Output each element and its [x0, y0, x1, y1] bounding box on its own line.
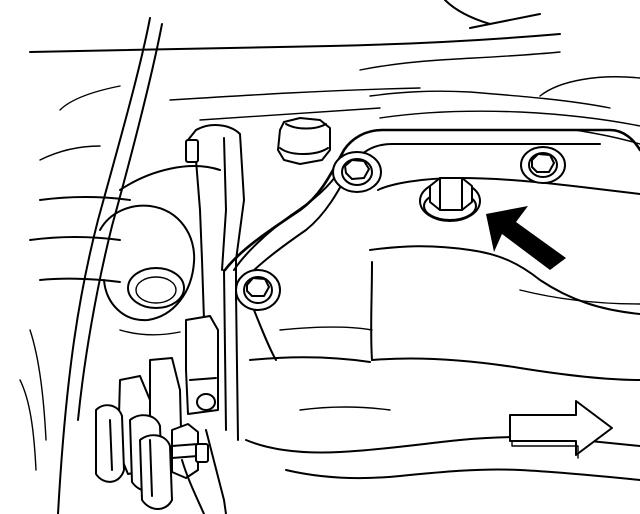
upper-body-panels	[29, 0, 640, 145]
small-bracket	[185, 315, 219, 415]
frame-bracket-left	[29, 165, 221, 336]
direction-arrow-icon	[509, 400, 613, 459]
linkage-assembly	[95, 357, 209, 510]
bolt-target	[419, 177, 481, 222]
control-rods	[39, 17, 163, 514]
bolt-upper-right	[520, 146, 566, 184]
bolt-upper-left	[332, 151, 382, 193]
pointer-arrow-icon	[486, 206, 566, 270]
bolt-lower-left	[235, 269, 281, 311]
mounting-arm	[185, 124, 245, 321]
bolt-top-mount	[277, 117, 331, 165]
cover-plate	[223, 128, 640, 481]
lower-arm	[19, 329, 227, 514]
